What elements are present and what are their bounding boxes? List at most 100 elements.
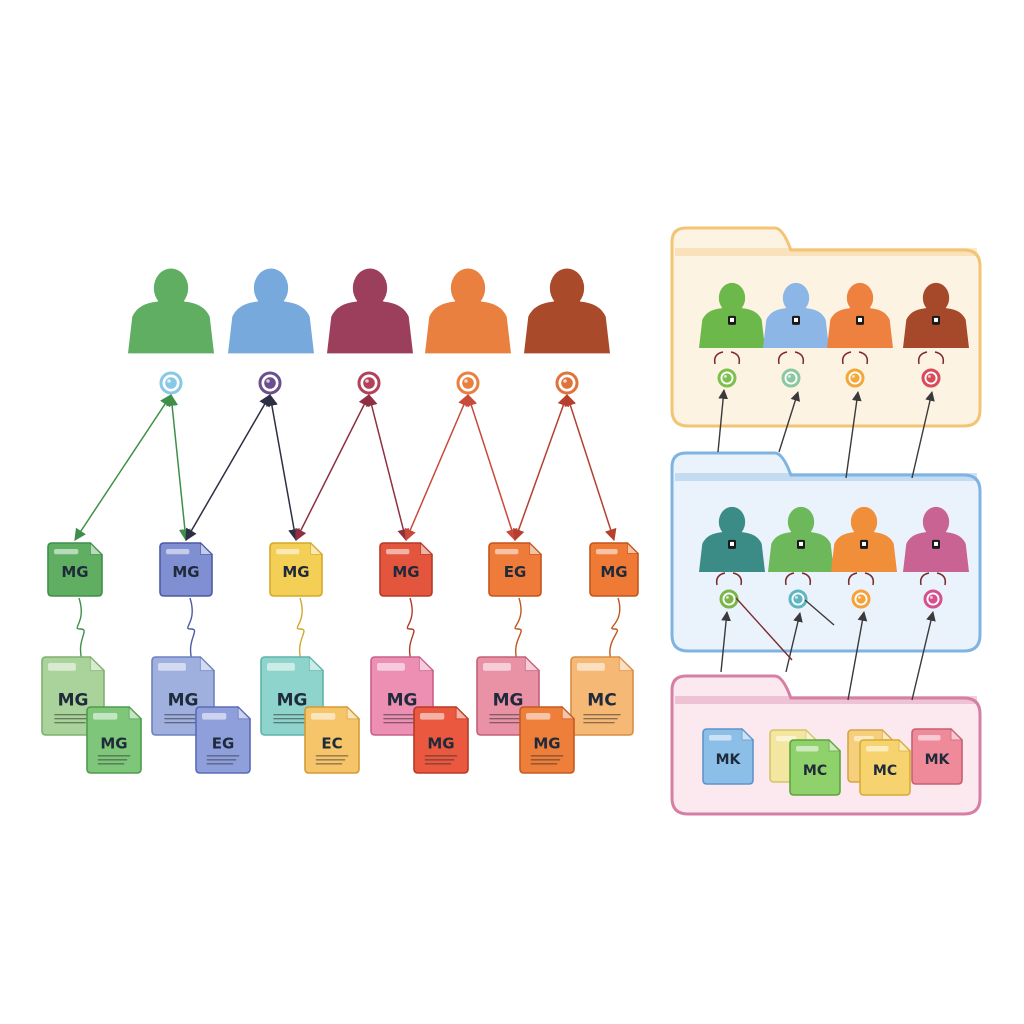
folder1-person-4-icon-body <box>903 306 969 349</box>
document-row1-1-icon-fold <box>89 541 104 556</box>
folder3-document-4-icon-label: MK <box>925 752 951 768</box>
folder1-node-4 <box>921 368 941 388</box>
folder2-node-2 <box>788 589 808 609</box>
folder1-branch-3 <box>841 351 869 365</box>
document-row2-front-3-icon-page <box>304 706 360 774</box>
document-link-6 <box>609 597 621 661</box>
left-nodes-row <box>159 371 579 395</box>
document-row2-front-2-icon-page <box>195 706 251 774</box>
document-row1-1-icon-label: MG <box>61 563 88 581</box>
folder3-document-3-icon-fold <box>898 738 912 752</box>
document-row1-6-icon-page <box>589 542 639 597</box>
document-row1-1-icon: MG <box>47 541 104 597</box>
folder2-person-3-icon-body <box>831 530 897 573</box>
document-row2-back-3-icon-fold <box>308 655 325 672</box>
document-row1-5-icon-page <box>488 542 542 597</box>
folder1-person-1-icon <box>699 282 765 349</box>
folder2-branch-4 <box>919 572 947 586</box>
folder3-document-2-icon-label: MC <box>803 763 827 779</box>
document-row2-front-5-icon-fold <box>561 705 576 720</box>
folder1-person-3-icon-body <box>827 306 893 349</box>
right-arrow-8 <box>911 611 936 701</box>
document-row1-3-icon-label: MG <box>282 563 309 581</box>
person-blue-icon <box>228 268 314 354</box>
document-row2-back-1-icon-label: MG <box>58 691 89 711</box>
document-row2-front-1-icon-tab <box>93 713 118 720</box>
folder3-document-3-icon: MC <box>859 738 912 796</box>
user-node-2-dot <box>264 377 276 389</box>
folder1-person-2-icon-body <box>763 306 829 349</box>
folder2-person-4-icon <box>903 506 969 573</box>
folder2-node-1-dot <box>724 594 734 604</box>
folder3-document-1-icon-label: MK <box>716 752 742 768</box>
document-row2-back-5-icon-label: MG <box>493 691 524 711</box>
document-row1-4-icon-tab <box>386 549 410 555</box>
folder1-node-3-shine <box>851 374 855 378</box>
document-row1-3-icon: MG <box>269 541 324 597</box>
user-node-5-shine <box>563 379 567 383</box>
document-row2-front-1-icon-fold <box>128 705 143 720</box>
person-orange-icon-body <box>425 298 511 354</box>
document-row2-front-2-icon-tab <box>202 713 227 720</box>
folder1-node-1-dot <box>722 373 732 383</box>
document-row1-4-icon: MG <box>379 541 434 597</box>
document-row1-3-icon-tab <box>276 549 300 555</box>
user-node-3-dot <box>363 377 375 389</box>
document-row2-back-4-icon-label: MG <box>387 691 418 711</box>
folder1-node-3-dot <box>850 373 860 383</box>
person-orange-icon-head <box>450 268 486 308</box>
document-link-1 <box>76 597 85 661</box>
access-arrow-10 <box>564 393 617 542</box>
user-node-5-dot <box>561 377 573 389</box>
document-link-3 <box>296 597 305 661</box>
document-row2-back-5-icon-fold <box>524 655 541 672</box>
folder2-node-4-shine <box>929 595 933 599</box>
folder3-document-3-icon-page <box>859 739 911 796</box>
person-blue-icon-head <box>253 268 289 308</box>
document-row2-front-3-icon: EC <box>304 705 361 774</box>
document-row2-back-3-icon-label: MG <box>277 691 308 711</box>
folder2-person-1-icon <box>699 506 765 573</box>
document-row2-front-5-icon-tab <box>526 713 551 720</box>
folder1-node-1-shine <box>723 374 727 378</box>
access-arrow-3 <box>185 393 271 542</box>
left-document-links <box>76 597 621 661</box>
right-connector-arrows <box>717 389 936 701</box>
document-row2-front-4-icon-fold <box>455 705 470 720</box>
folder1-person-4-icon-head <box>922 282 950 313</box>
user-node-1 <box>159 371 183 395</box>
person-green-icon-head <box>153 268 189 308</box>
access-arrow-5 <box>295 393 370 542</box>
folder1-node-4-dot <box>926 373 936 383</box>
folder-users-orange <box>670 226 982 428</box>
document-row2-front-1-icon-page <box>86 706 142 774</box>
person-blue-icon-body <box>228 298 314 354</box>
document-row2-front-5-icon: MG <box>519 705 576 774</box>
document-row1-5-icon: EG <box>488 541 543 597</box>
right-arrow-3 <box>845 391 862 479</box>
document-row1-2-icon-fold <box>200 541 214 555</box>
folder2-person-3-icon-head <box>850 506 878 537</box>
person-brown-icon-body <box>524 298 610 354</box>
folder2-person-2-icon <box>768 506 834 573</box>
access-arrow-2 <box>166 393 191 542</box>
folder1-person-3-icon <box>827 282 893 349</box>
access-arrow-6 <box>365 393 410 542</box>
access-arrow-4 <box>266 393 300 542</box>
document-row2-back-6-icon-fold <box>618 655 635 672</box>
folder1-node-1 <box>717 368 737 388</box>
folder2-person-1-icon-body <box>699 530 765 573</box>
folder1-branch-4 <box>917 351 945 365</box>
access-arrow-7 <box>404 393 470 542</box>
left-arrows <box>74 393 617 542</box>
folder1-person-2-icon <box>763 282 829 349</box>
document-link-2 <box>187 597 196 661</box>
folder1-node-2-shine <box>787 374 791 378</box>
document-row2-front-2-icon: EG <box>195 705 252 774</box>
document-row2-front-3-icon-fold <box>346 705 361 720</box>
access-arrow-9 <box>512 393 570 542</box>
document-row2-front-5-icon-label: MG <box>533 734 560 752</box>
person-brown-icon <box>524 268 610 354</box>
